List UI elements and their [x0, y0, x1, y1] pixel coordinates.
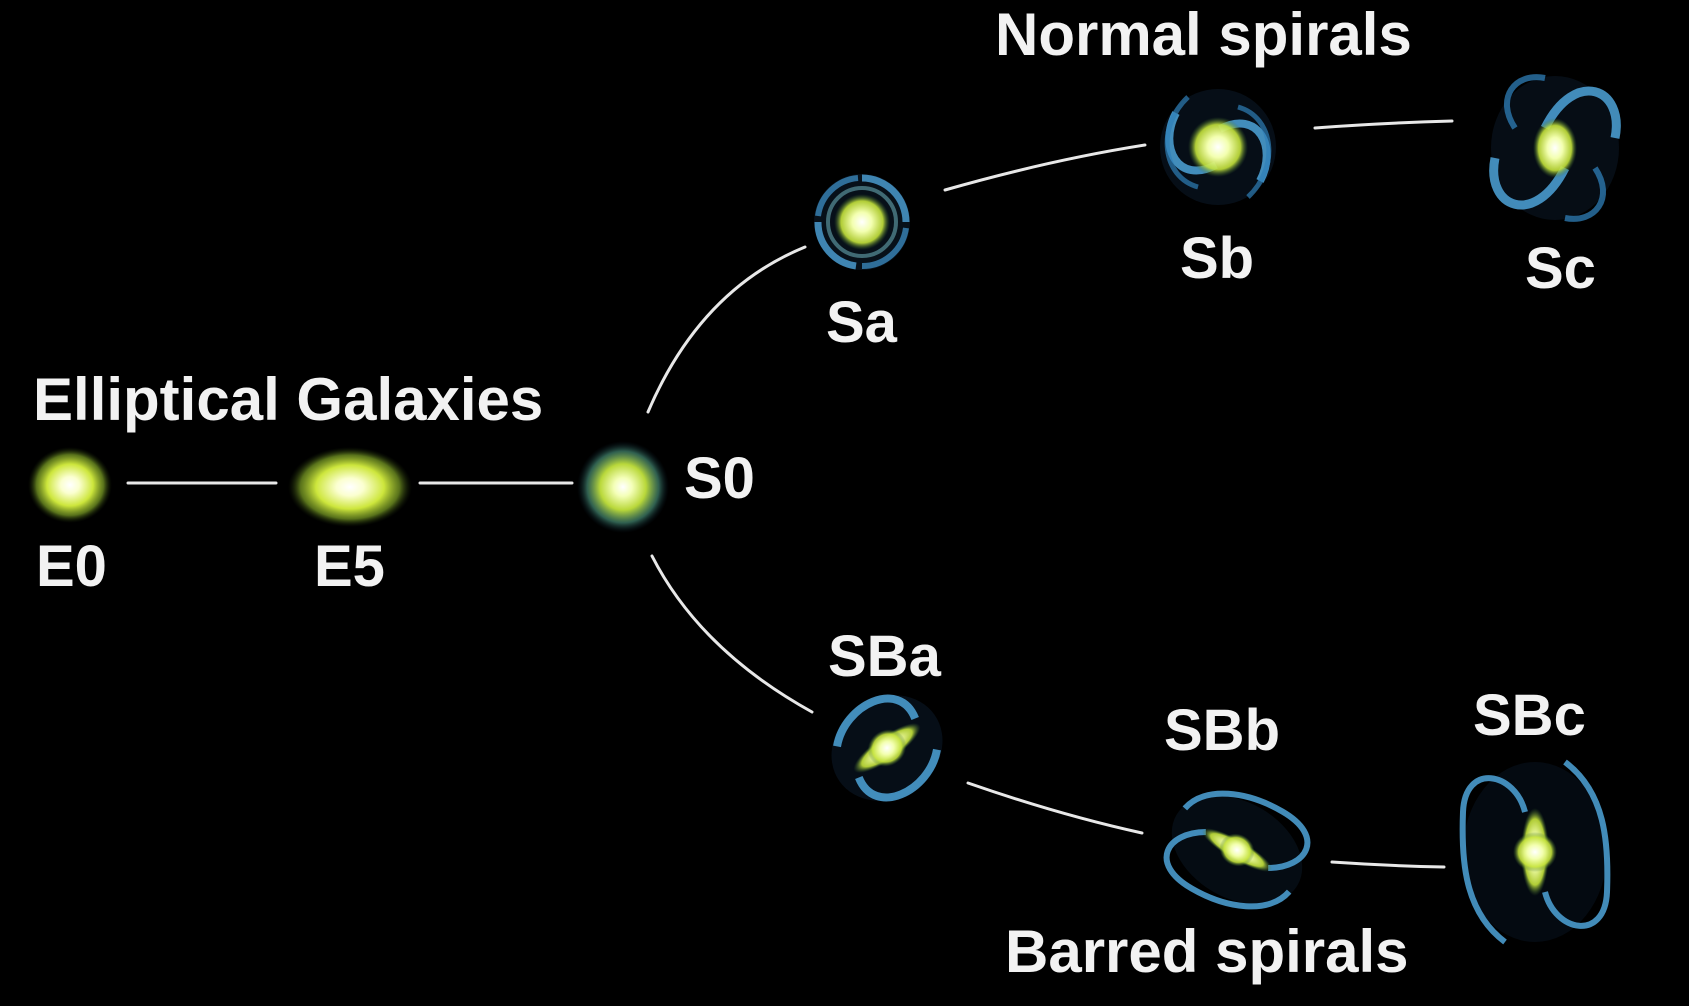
galaxy-sbc — [1459, 759, 1611, 945]
label-elliptical-galaxies: Elliptical Galaxies — [33, 366, 543, 433]
label-sbb: SBb — [1164, 698, 1280, 763]
label-barred-spirals: Barred spirals — [1005, 918, 1409, 985]
sequence-links — [126, 119, 1454, 869]
galaxy-sa — [814, 174, 910, 270]
link-sa-sb — [943, 143, 1147, 192]
link-s0-sba — [650, 554, 814, 714]
galaxy-sba — [831, 694, 943, 802]
link-s0-sa — [646, 245, 807, 414]
label-sba: SBa — [828, 624, 942, 689]
link-sbb-sbc — [1330, 860, 1446, 869]
galaxy-sbb — [1163, 790, 1311, 910]
galaxy-e0 — [28, 447, 112, 523]
galaxy-e5 — [288, 447, 412, 527]
label-sb: Sb — [1180, 226, 1254, 291]
label-e0: E0 — [36, 534, 107, 599]
label-sbc: SBc — [1473, 683, 1586, 748]
label-s0: S0 — [684, 446, 755, 511]
galaxy-sb — [1160, 89, 1276, 205]
label-sa: Sa — [826, 290, 898, 355]
label-normal-spirals: Normal spirals — [995, 1, 1412, 68]
link-sba-sbb — [966, 781, 1144, 835]
label-sc: Sc — [1525, 236, 1596, 301]
label-e5: E5 — [314, 534, 385, 599]
link-sb-sc — [1313, 119, 1454, 130]
galaxy-sc — [1489, 74, 1621, 222]
galaxy-s0 — [577, 441, 669, 533]
